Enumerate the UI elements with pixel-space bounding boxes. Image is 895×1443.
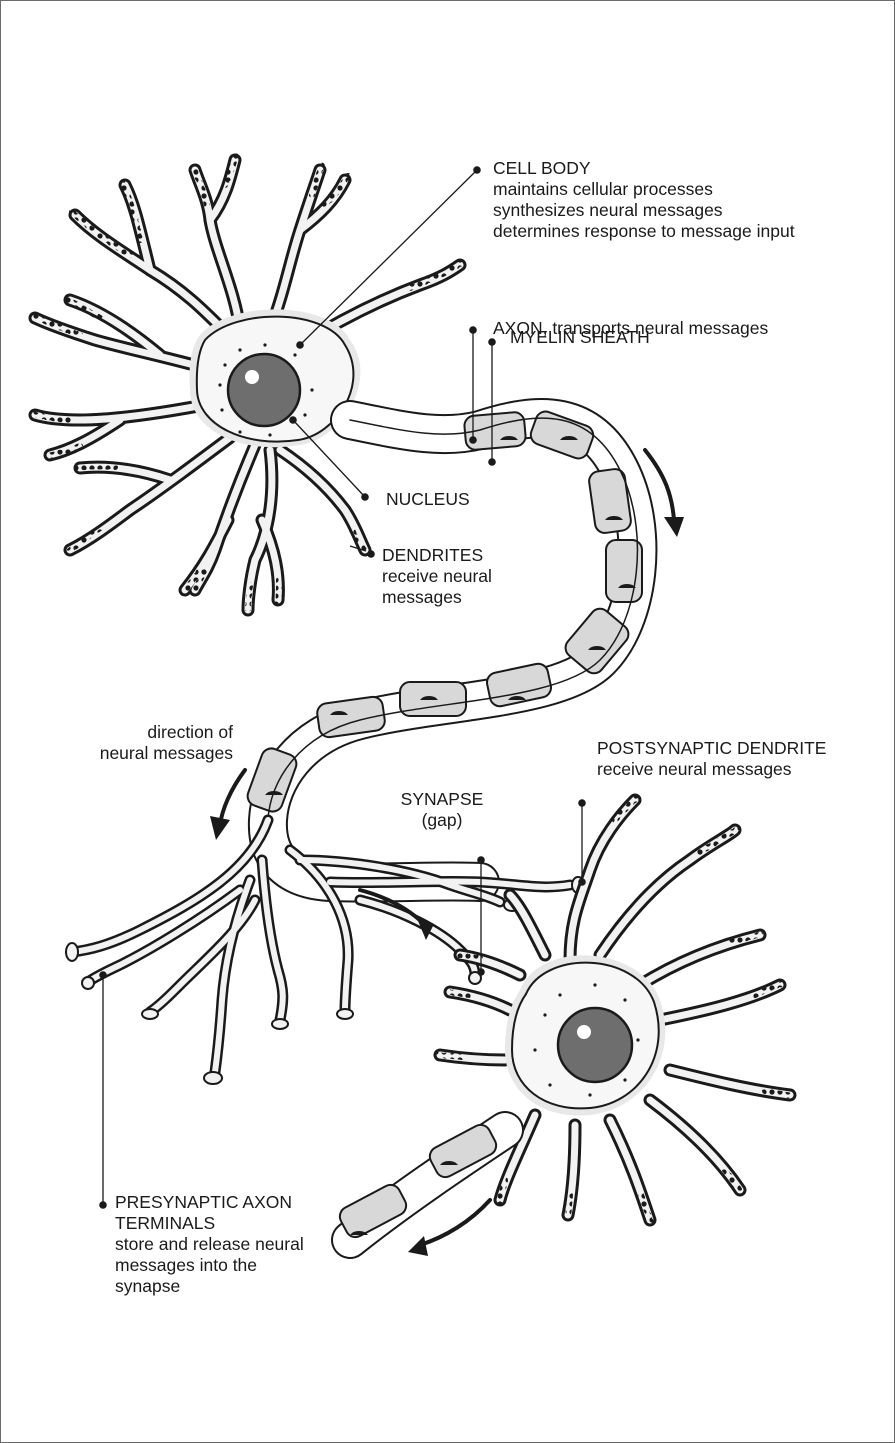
direction-label: direction of neural messages [60, 722, 233, 764]
presynaptic-line-5: synapse [115, 1276, 304, 1297]
upper-nucleus [228, 354, 300, 426]
presynaptic-line-4: messages into the [115, 1255, 304, 1276]
lower-nucleus [558, 1008, 632, 1082]
nucleus-label: NUCLEUS [386, 489, 470, 510]
dendrites-label: DENDRITES receive neural messages [382, 545, 492, 608]
cell-body-line-1: maintains cellular processes [493, 179, 795, 200]
postsynaptic-dendrite-label: POSTSYNAPTIC DENDRITE receive neural mes… [597, 738, 826, 780]
postsynaptic-dendrite-title: POSTSYNAPTIC DENDRITE [597, 738, 826, 759]
cell-body-line-2: synthesizes neural messages [493, 200, 795, 221]
synapse-label: SYNAPSE (gap) [392, 789, 492, 831]
synapse-line-1: (gap) [392, 810, 492, 831]
presynaptic-line-1: PRESYNAPTIC AXON [115, 1192, 304, 1213]
direction-line-2: neural messages [60, 743, 233, 764]
myelin-sheath-title: MYELIN SHEATH [510, 327, 650, 348]
cell-body-line-3: determines response to message input [493, 221, 795, 242]
presynaptic-line-3: store and release neural [115, 1234, 304, 1255]
upper-neuron [33, 155, 463, 612]
nucleus-title: NUCLEUS [386, 489, 470, 510]
cell-body-label: CELL BODY maintains cellular processes s… [493, 158, 795, 242]
presynaptic-axon-terminals-label: PRESYNAPTIC AXON TERMINALS store and rel… [115, 1192, 304, 1297]
postsynaptic-dendrite-line-1: receive neural messages [597, 759, 826, 780]
dendrites-line-2: messages [382, 587, 492, 608]
myelin-sheath-label: MYELIN SHEATH [510, 327, 650, 348]
dendrites-line-1: receive neural [382, 566, 492, 587]
synapse-title: SYNAPSE [392, 789, 492, 810]
presynaptic-line-2: TERMINALS [115, 1213, 304, 1234]
direction-line-1: direction of [60, 722, 233, 743]
dendrites-title: DENDRITES [382, 545, 492, 566]
cell-body-title: CELL BODY [493, 158, 795, 179]
